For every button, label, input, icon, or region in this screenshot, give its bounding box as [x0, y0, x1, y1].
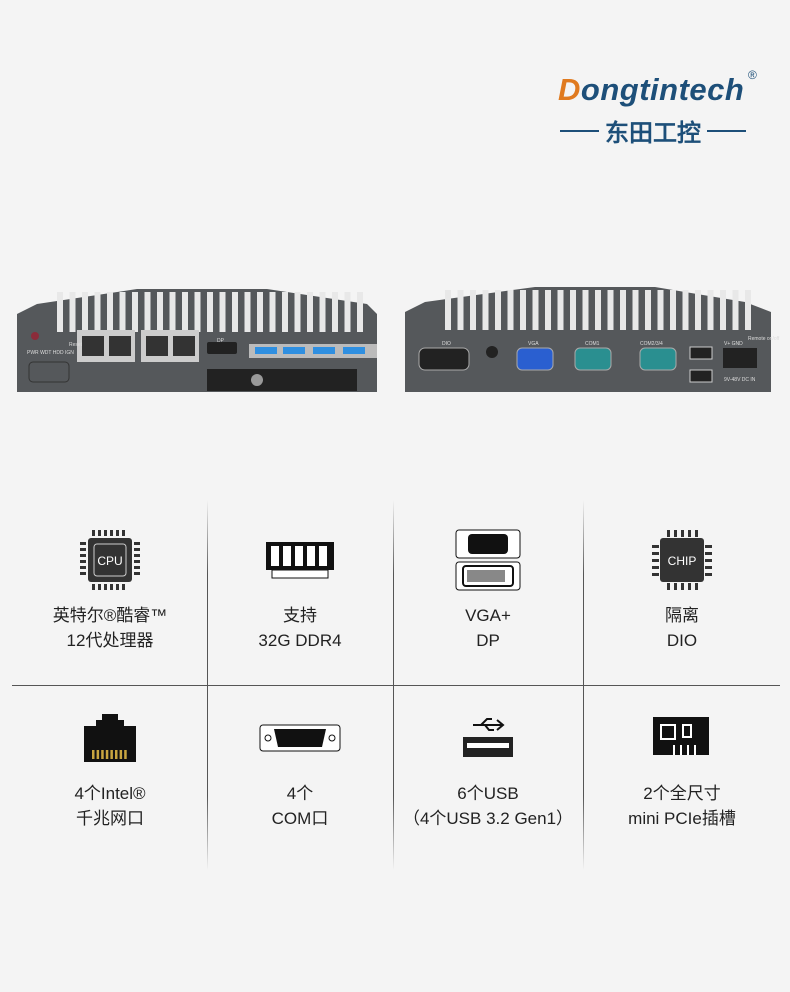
feature-line2: DIO	[666, 631, 698, 650]
led-labels: PWR WDT HDD IGN	[27, 350, 74, 356]
logo-text: Dongtintech	[558, 72, 744, 108]
svg-text:CPU: CPU	[97, 554, 122, 568]
feature-line2: COM口	[271, 809, 329, 828]
feature-line1: 英特尔®酷睿™	[52, 606, 168, 625]
vga-label: VGA	[528, 341, 539, 347]
feature-line2: 12代处理器	[66, 631, 154, 650]
remote-label: Remote on/off	[748, 336, 780, 342]
ethernet-icon	[15, 703, 205, 773]
feature-line1: 支持	[283, 606, 317, 625]
feature-line1: 4个	[286, 784, 314, 803]
chip-icon: CHIP	[587, 525, 777, 595]
feature-pcie-card: 2个全尺寸 mini PCIe插槽	[587, 703, 777, 831]
registered-mark: ®	[748, 68, 757, 82]
feature-line1: 6个USB	[457, 784, 519, 803]
logo-cn-text: 东田工控	[605, 120, 701, 147]
pcie-card-icon	[587, 703, 777, 773]
feature-line2: 千兆网口	[76, 809, 144, 828]
logo-cn: 东田工控	[560, 113, 746, 148]
com1-label: COM1	[585, 341, 600, 347]
reset-label: Reset	[69, 342, 83, 348]
dp-label: DP	[217, 338, 224, 344]
feature-line2: DP	[476, 631, 500, 650]
svg-text:CHIP: CHIP	[668, 554, 697, 568]
feature-ram: 支持 32G DDR4	[205, 525, 395, 653]
feature-chip: CHIP 隔离 DIO	[587, 525, 777, 653]
feature-line2: （4个USB 3.2 Gen1）	[402, 809, 574, 828]
power-label: V+ GND	[724, 341, 743, 347]
vga-dvi-icon	[393, 525, 583, 595]
cpu-icon: CPU	[15, 525, 205, 595]
feature-line1: 2个全尺寸	[643, 784, 721, 803]
feature-line1: VGA+	[465, 606, 511, 625]
divider	[12, 685, 780, 686]
feature-line1: 4个Intel®	[74, 784, 146, 803]
feature-serial-port: 4个 COM口	[205, 703, 395, 831]
feature-cpu: CPU 英特尔®酷睿™ 12代处理器	[15, 525, 205, 653]
feature-line2: mini PCIe插槽	[628, 809, 736, 828]
serial-port-icon	[205, 703, 395, 773]
device-rear-panel	[405, 287, 771, 392]
device-front-panel	[17, 289, 377, 392]
feature-ethernet: 4个Intel® 千兆网口	[15, 703, 205, 831]
ram-icon	[205, 525, 395, 595]
dio-label: DIO	[442, 341, 451, 347]
dc-in-label: 9V-48V DC IN	[724, 377, 756, 383]
feature-usb: 6个USB （4个USB 3.2 Gen1）	[393, 703, 583, 831]
usb-icon	[393, 703, 583, 773]
logo-brand: Dongtintech	[558, 72, 745, 107]
feature-line2: 32G DDR4	[258, 631, 342, 650]
feature-line1: 隔离	[665, 606, 699, 625]
com234-label: COM2/3/4	[640, 341, 663, 347]
feature-vga-dvi: VGA+ DP	[393, 525, 583, 653]
